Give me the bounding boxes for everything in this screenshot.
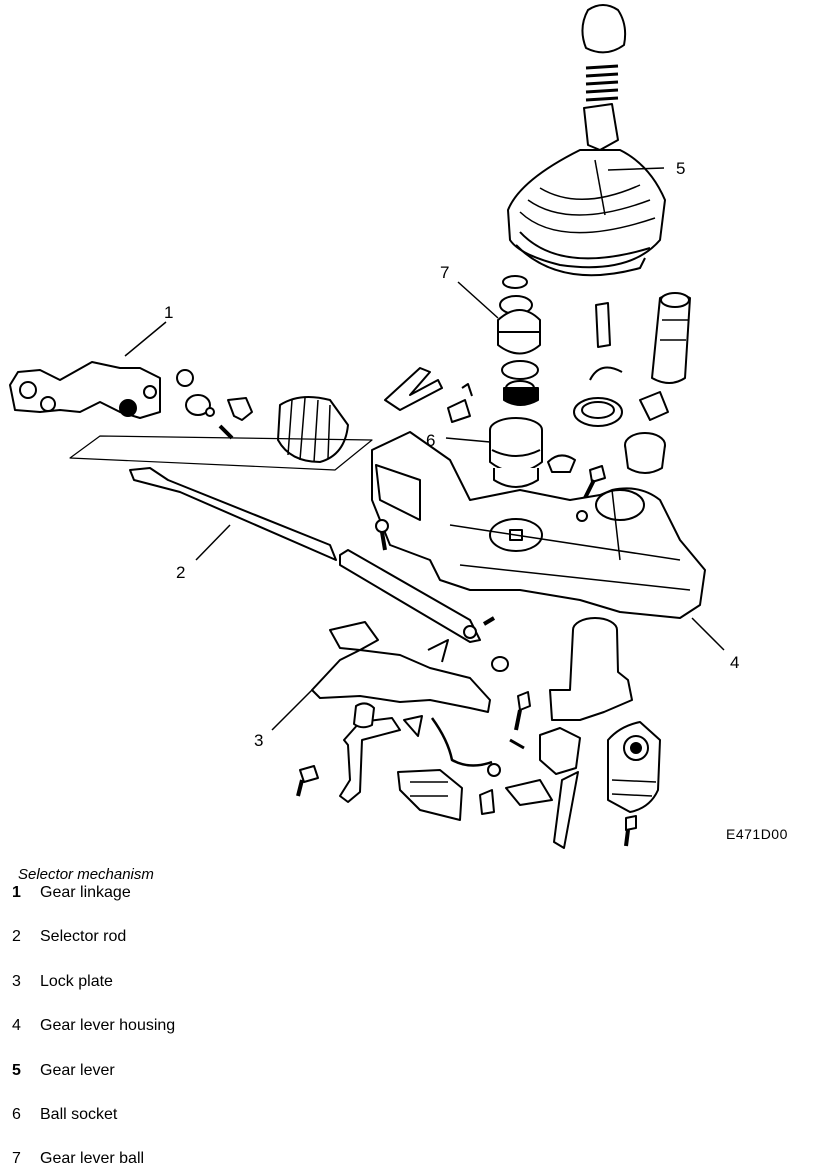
callout-5: 5 — [676, 159, 685, 178]
legend-number: 4 — [12, 1017, 21, 1034]
gear-lever-housing — [371, 431, 706, 619]
exploded-parts-diagram: 1 2 3 4 5 6 7 — [9, 4, 739, 849]
gear-linkage — [9, 361, 161, 419]
callout-labels: 1 2 3 4 5 6 7 — [164, 159, 739, 750]
callout-1: 1 — [164, 303, 173, 322]
legend-number: 5 — [12, 1062, 21, 1079]
callout-7: 7 — [440, 263, 449, 282]
linkage-small-parts — [176, 369, 253, 440]
figure-code: E471D00 — [726, 826, 788, 842]
lever-pin — [589, 302, 623, 381]
shift-collar-assembly — [505, 617, 633, 849]
figure-caption: Selector mechanism — [18, 866, 154, 883]
legend-item-ball-socket: 6 Ball socket — [12, 1106, 117, 1128]
leader-line-1 — [124, 321, 167, 357]
leader-line-7 — [457, 281, 499, 319]
legend-label: Gear lever housing — [40, 1017, 176, 1034]
lock-plate-small-parts — [296, 656, 531, 821]
lever-guide-ring — [573, 397, 623, 427]
legend-number: 7 — [12, 1150, 21, 1167]
legend-item-gear-linkage: 1 Gear linkage — [12, 884, 131, 906]
callout-3: 3 — [254, 731, 263, 750]
gear-knob — [581, 4, 627, 54]
selector-rod — [129, 467, 496, 643]
lock-plate-cable — [430, 717, 501, 777]
lock-plate — [311, 621, 491, 803]
callout-6: 6 — [426, 431, 435, 450]
upper-bracket — [384, 367, 473, 423]
legend-label: Ball socket — [40, 1106, 118, 1123]
legend-item-selector-rod: 2 Selector rod — [12, 928, 126, 950]
leader-line-6 — [445, 437, 491, 443]
leader-line-5 — [607, 167, 665, 171]
legend-item-gear-lever-housing: 4 Gear lever housing — [12, 1017, 175, 1039]
gear-lever-boot — [507, 103, 666, 277]
leader-line-3 — [271, 689, 313, 731]
legend-item-gear-lever-ball: 7 Gear lever ball — [12, 1150, 144, 1172]
linkage-outline-box — [69, 435, 373, 471]
legend-label: Gear linkage — [40, 884, 131, 901]
legend-label: Gear lever — [40, 1062, 115, 1079]
legend-label: Gear lever ball — [40, 1150, 145, 1167]
callout-2: 2 — [176, 563, 185, 582]
legend-number: 6 — [12, 1106, 21, 1123]
legend-number: 1 — [12, 884, 21, 901]
legend-number: 3 — [12, 973, 21, 990]
ball-socket — [489, 417, 543, 488]
legend-label: Selector rod — [40, 928, 127, 945]
reverse-lock-cylinder — [624, 292, 691, 474]
small-bracket-clip — [547, 454, 576, 473]
legend-number: 2 — [12, 928, 21, 945]
leader-lines — [124, 167, 725, 731]
leader-line-2 — [195, 524, 231, 561]
legend-item-gear-lever: 5 Gear lever — [12, 1062, 115, 1084]
knob-spring — [585, 64, 619, 102]
leader-line-4 — [691, 617, 725, 651]
lever-screw — [582, 465, 606, 501]
callout-4: 4 — [730, 653, 739, 672]
legend-label: Lock plate — [40, 973, 113, 990]
legend-item-lock-plate: 3 Lock plate — [12, 973, 113, 995]
gear-lever-ball — [497, 275, 541, 406]
housing-mounting-bolt — [375, 510, 588, 551]
rubber-gaiter — [277, 395, 349, 463]
ignition-lock-unit — [607, 721, 661, 847]
